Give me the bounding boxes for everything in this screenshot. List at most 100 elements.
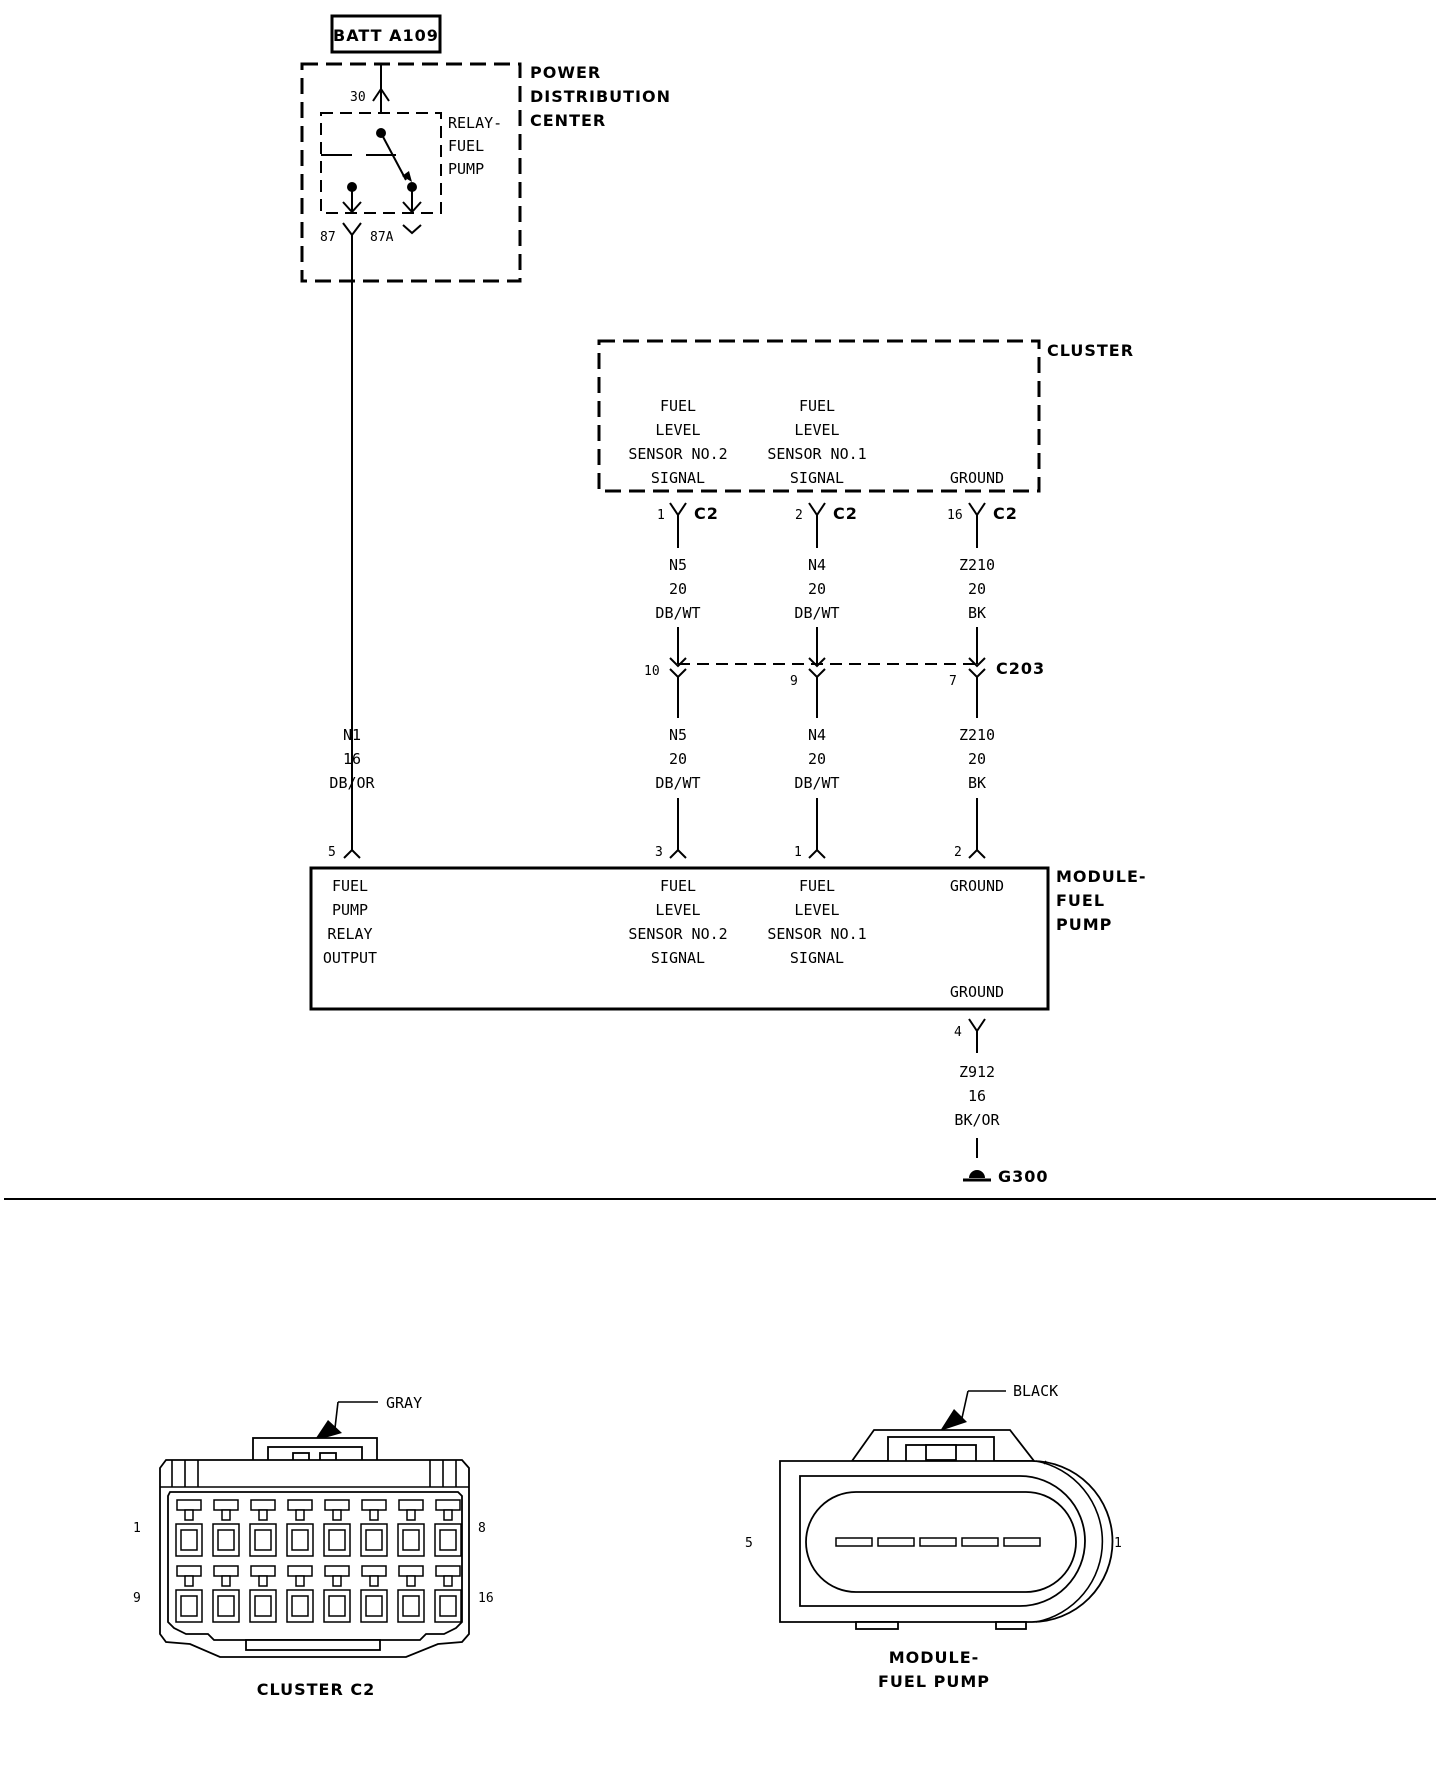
cluster-pin2-text-1: FUEL (799, 397, 835, 415)
c2-cavity-latch-15 (398, 1565, 424, 1577)
wire-n1-line2: 16 (343, 750, 361, 768)
pdc-label-line1: POWER (530, 63, 601, 82)
cluster-pin1-text-4: SIGNAL (651, 469, 705, 487)
module-pin-1-connector (808, 848, 826, 859)
cluster-pin16-conn: C2 (993, 504, 1018, 523)
module-pin3-text-3: SENSOR NO.2 (628, 925, 727, 943)
c2-cavity-latch-8 (435, 1499, 461, 1511)
module-pin1-text-1: FUEL (799, 877, 835, 895)
c2-cavity-latch-13 (324, 1565, 350, 1577)
ground-symbol-icon (963, 1170, 991, 1182)
wire-n1-line3: DB/OR (329, 774, 375, 792)
cluster-c2-pin-2 (808, 502, 826, 548)
c203-label: C203 (996, 659, 1045, 678)
cluster-label: CLUSTER (1047, 341, 1134, 360)
module-pin-4-connector (968, 1018, 986, 1033)
pdc-label-line3: CENTER (530, 111, 606, 130)
module-pin2-number: 2 (954, 845, 962, 860)
wire-z210-a-line1: Z210 (959, 556, 995, 574)
wire-z912-line2: 16 (968, 1087, 986, 1105)
c2-pin-label-16: 16 (478, 1591, 494, 1606)
relay-label-line1: RELAY- (448, 114, 502, 132)
module-pin1-text-3: SENSOR NO.1 (767, 925, 866, 943)
c2-pin-label-9: 9 (133, 1591, 141, 1606)
module-label-line3: PUMP (1056, 915, 1112, 934)
cluster-c2-pin-16 (968, 502, 986, 548)
module-pin2-text-1: GROUND (950, 877, 1004, 895)
cluster-pin2-text-3: SENSOR NO.1 (767, 445, 866, 463)
module-pin-3-connector (669, 848, 687, 859)
c203-pin10-label: 10 (644, 664, 660, 679)
batt-a109-box (330, 14, 442, 54)
cluster-pin1-text-3: SENSOR NO.2 (628, 445, 727, 463)
wire-n5-a-line1: N5 (669, 556, 687, 574)
cluster-pin2-conn: C2 (833, 504, 858, 523)
module-pin5-text-2: PUMP (332, 901, 368, 919)
wire-z210-b-line3: BK (968, 774, 986, 792)
pin-87a-label: 87A (370, 230, 394, 245)
module-pin4-number: 4 (954, 1025, 962, 1040)
cluster-pin1-text-1: FUEL (660, 397, 696, 415)
wire-z912-line1: Z912 (959, 1063, 995, 1081)
module-pin3-text-2: LEVEL (655, 901, 700, 919)
wire-n5-a-line2: 20 (669, 580, 687, 598)
wire-n4-b-line3: DB/WT (794, 774, 839, 792)
module-pin1-text-2: LEVEL (794, 901, 839, 919)
cluster-pin16-number: 16 (947, 508, 963, 523)
wire-z210-b-line2: 20 (968, 750, 986, 768)
cluster-pin2-number: 2 (795, 508, 803, 523)
cluster-box (597, 339, 1041, 493)
mfp-terminal-5 (835, 1537, 873, 1547)
wire-z912-line3: BK/OR (954, 1111, 1000, 1129)
module-ground-bottom: GROUND (950, 983, 1004, 1001)
c2-cavity-latch-6 (361, 1499, 387, 1511)
wire-z210-a-line2: 20 (968, 580, 986, 598)
cluster-pin1-text-2: LEVEL (655, 421, 700, 439)
module-pin5-text-1: FUEL (332, 877, 368, 895)
wire-n5-a-line3: DB/WT (655, 604, 700, 622)
wire-n5-b-line2: 20 (669, 750, 687, 768)
mfp-terminal-1 (1003, 1537, 1041, 1547)
pin-87-label: 87 (320, 230, 336, 245)
wire-n4-a-line2: 20 (808, 580, 826, 598)
mfp-pin-label-5: 5 (745, 1536, 753, 1551)
ground-point-label: G300 (998, 1167, 1049, 1186)
c2-caption: CLUSTER C2 (257, 1680, 376, 1699)
mfp-terminal-4 (877, 1537, 915, 1547)
mfp-terminal-2 (961, 1537, 999, 1547)
c2-pin-label-8: 8 (478, 1521, 486, 1536)
wire-z210-b-line1: Z210 (959, 726, 995, 744)
module-label-line2: FUEL (1056, 891, 1105, 910)
c2-cavity-latch-16 (435, 1565, 461, 1577)
module-pin3-text-4: SIGNAL (651, 949, 705, 967)
c2-cavity-latch-7 (398, 1499, 424, 1511)
pdc-label-line2: DISTRIBUTION (530, 87, 671, 106)
module-label-line1: MODULE- (1056, 867, 1147, 886)
cluster-c2-connector-drawing (159, 1401, 470, 1658)
cluster-pin16-text-1: GROUND (950, 469, 1004, 487)
pin-87-connector (342, 222, 362, 237)
relay-label-line3: PUMP (448, 160, 484, 178)
pin-30-label: 30 (350, 90, 366, 105)
module-pin3-number: 3 (655, 845, 663, 860)
mfp-terminal-3 (919, 1537, 957, 1547)
pin-87a-connector (402, 224, 422, 235)
module-pin-5-connector (343, 848, 361, 859)
wire-n5-b-line3: DB/WT (655, 774, 700, 792)
cluster-c2-pin-1 (669, 502, 687, 548)
c2-cavity-latch-14 (361, 1565, 387, 1577)
cluster-pin2-text-2: LEVEL (794, 421, 839, 439)
c2-cavity-latch-10 (213, 1565, 239, 1577)
mfp-pin-label-1: 1 (1114, 1536, 1122, 1551)
wire-n5-b-line1: N5 (669, 726, 687, 744)
cluster-pin2-text-4: SIGNAL (790, 469, 844, 487)
c2-cavity-latch-11 (250, 1565, 276, 1577)
c2-cavity-latch-12 (287, 1565, 313, 1577)
module-pin-2-connector (968, 848, 986, 859)
c2-cavity-latch-1 (176, 1499, 202, 1511)
module-pin3-text-1: FUEL (660, 877, 696, 895)
wire-n4-a-line3: DB/WT (794, 604, 839, 622)
mfp-color-label: BLACK (1013, 1382, 1058, 1400)
c2-cavity-latch-4 (287, 1499, 313, 1511)
